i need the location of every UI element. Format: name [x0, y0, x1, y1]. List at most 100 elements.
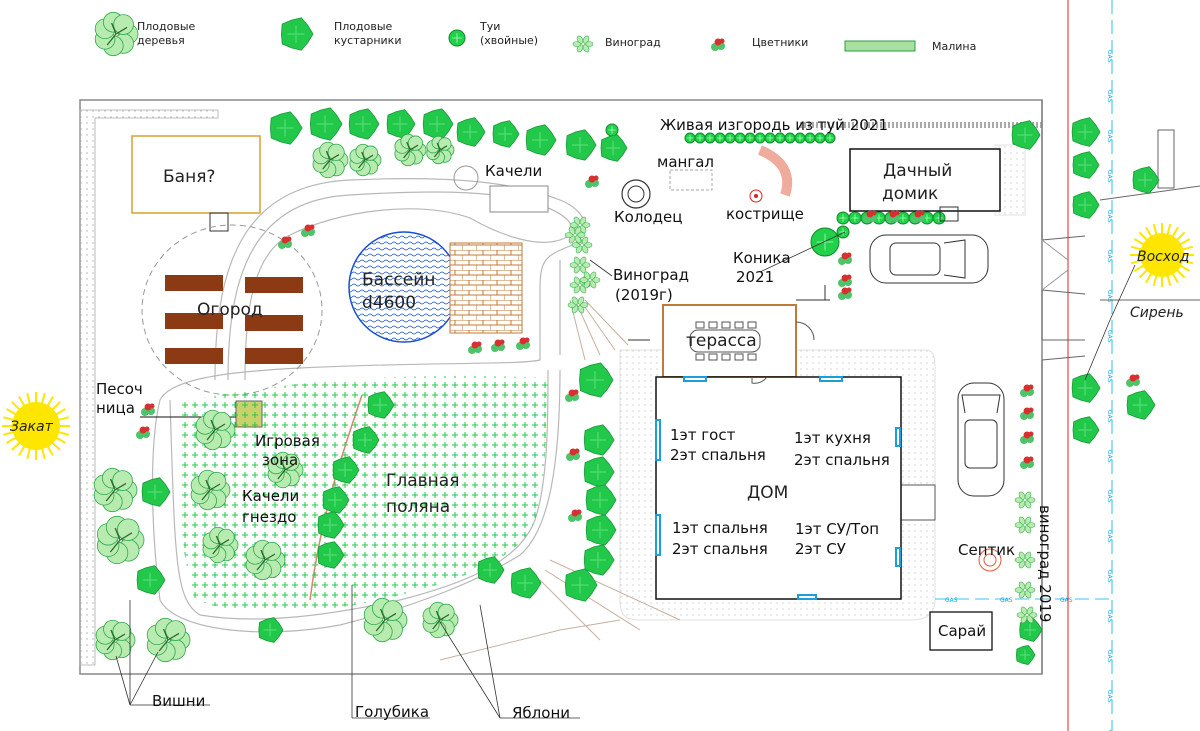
grapevines	[564, 216, 1038, 624]
raspberry-icon	[844, 40, 916, 52]
play-zone-label-1: Игровая	[255, 432, 320, 450]
gas-label: GAS	[1106, 410, 1113, 423]
thuja-icon	[684, 132, 696, 144]
room-3b: 2эт спальня	[672, 540, 768, 558]
trees	[93, 107, 1160, 665]
flowerbed-icon	[141, 403, 155, 416]
cherries-label: Вишни	[152, 692, 205, 710]
chair-icon	[708, 321, 718, 329]
legend-label: Виноград	[605, 36, 661, 49]
legend-label-2: кустарники	[334, 34, 401, 47]
chair-icon	[747, 353, 757, 361]
nest-swing-label-1: Качели	[242, 487, 299, 505]
gas-label: GAS	[1106, 530, 1113, 543]
fruit-shrub-icon	[583, 456, 615, 488]
pool-deck	[449, 242, 523, 334]
fruit-tree-icon	[245, 539, 286, 581]
fruit-tree-icon	[202, 526, 239, 564]
gas-label: GAS	[1106, 370, 1113, 383]
sun-ray	[1133, 264, 1146, 272]
fruit-tree-icon	[349, 143, 382, 177]
thuja-icon	[764, 132, 776, 144]
fruit-shrub-icon	[352, 426, 380, 454]
fruit-shrub-icon	[1072, 416, 1100, 444]
thuja-icon	[704, 132, 716, 144]
legend-label: Плодовые	[334, 20, 393, 33]
mangal	[669, 169, 713, 191]
room-2a: 1эт кухня	[794, 429, 871, 447]
thuja-icon	[794, 132, 806, 144]
legend-label: Плодовые	[137, 20, 196, 33]
grape-icon	[1014, 516, 1036, 534]
car-top	[869, 234, 989, 284]
gas-label: GAS	[945, 597, 958, 604]
fruit-shrub-icon	[136, 565, 166, 595]
fruit-tree-icon	[95, 619, 136, 661]
sun-ray	[56, 430, 70, 436]
thuja-icon	[734, 132, 746, 144]
fruit-shrub-icon	[456, 117, 486, 147]
fence-hatch-west	[79, 109, 219, 666]
fruit-tree-icon	[93, 467, 138, 513]
flowerbed-icon	[516, 337, 530, 350]
fruit-shrub-icon	[564, 568, 598, 602]
thuja-icon	[836, 225, 850, 239]
fruit-shrub-icon	[269, 111, 303, 145]
thuja-icon	[810, 227, 840, 257]
fruit-tree-icon	[394, 133, 427, 167]
fruit-shrub-icon	[332, 456, 360, 484]
fan-steps	[439, 299, 681, 661]
gas-label: GAS	[1000, 597, 1013, 604]
room-4b: 2эт СУ	[795, 540, 846, 558]
fruit-shrub-icon	[585, 484, 617, 516]
swing-seat	[453, 165, 479, 191]
chair-icon	[695, 321, 705, 329]
thuja-icon	[724, 132, 736, 144]
fruit-shrub-icon	[583, 424, 615, 456]
thuja-icon	[848, 211, 862, 225]
gas-label: GAS	[1106, 330, 1113, 343]
flowerbed-icon	[911, 210, 925, 223]
fruit-shrub-icon	[492, 120, 520, 148]
saray-label: Сарай	[938, 622, 986, 640]
gas-label: GAS	[1106, 50, 1113, 63]
east-fence	[1041, 100, 1200, 674]
fruit-shrub-icon	[1071, 117, 1101, 147]
grape-icon	[569, 216, 591, 234]
legend-label: Цветники	[752, 36, 808, 49]
terrace-door	[795, 321, 815, 341]
grape-icon	[567, 296, 589, 314]
fruit-tree-icon	[195, 409, 236, 451]
fruit-tree-icon	[422, 601, 459, 639]
room-3a: 1эт спальня	[672, 519, 768, 537]
sun-ray	[1138, 268, 1149, 279]
gas-label: GAS	[1106, 690, 1113, 703]
fruit-shrub-icon	[583, 544, 615, 576]
fire-pit	[749, 189, 763, 203]
gas-labels: GASGASGASGASGASGASGASGASGASGASGASGASGASG…	[945, 50, 1113, 731]
flowerbed-icon	[863, 210, 877, 223]
kolodec-label: Колодец	[614, 208, 682, 226]
room-1b: 2эт спальня	[670, 446, 766, 464]
bench-arc	[757, 145, 793, 197]
grape-icon	[1014, 491, 1036, 509]
lilac-label: Сирень	[1130, 305, 1184, 321]
gas-label: GAS	[1106, 610, 1113, 623]
thuja-icon	[714, 132, 726, 144]
swing	[489, 185, 549, 213]
fruit-shrub-icon	[1011, 120, 1041, 150]
thuja-icon	[932, 211, 946, 225]
dacha-house	[849, 148, 1001, 212]
sun-ray	[40, 446, 46, 460]
flowerbed-icon	[1020, 407, 1034, 420]
konika-label-2: 2021	[736, 268, 774, 286]
sun-ray	[1175, 268, 1186, 279]
house-label: ДОМ	[747, 483, 788, 503]
flowerbed-icon	[565, 389, 579, 402]
septic	[978, 548, 1002, 572]
sun-ray	[40, 392, 46, 406]
legend-label-2: деревья	[137, 34, 185, 47]
thuja-icon	[814, 132, 826, 144]
gate-marks	[628, 285, 830, 341]
